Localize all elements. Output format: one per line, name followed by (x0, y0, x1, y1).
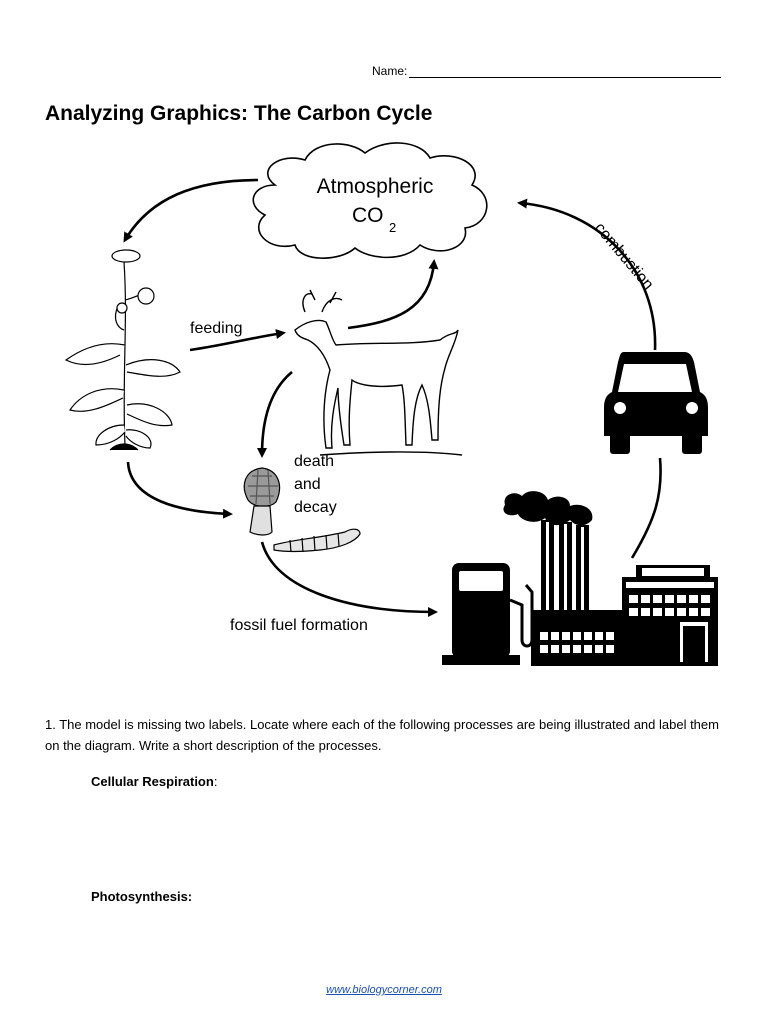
footer-link[interactable]: www.biologycorner.com (326, 984, 442, 996)
arrow-combustion (517, 198, 657, 351)
cloud-co: CO (352, 204, 384, 227)
mushroom-illustration (243, 467, 281, 536)
fossil-fuel-label: fossil fuel formation (230, 617, 368, 634)
name-blank[interactable] (409, 66, 722, 78)
deer-illustration (294, 289, 463, 456)
decay-label: decay (294, 499, 337, 516)
worm-illustration (273, 528, 361, 553)
arrow-deer-to-atmosphere (347, 259, 439, 330)
cellular-respiration-label: Cellular Respiration: (91, 774, 217, 789)
combustion-label: combustion (591, 220, 657, 294)
arrow-plant-to-decay (126, 461, 233, 519)
gas-pump-icon (442, 563, 534, 665)
name-field: Name: (372, 64, 722, 78)
factory-icon (503, 491, 718, 666)
page-title: Analyzing Graphics: The Carbon Cycle (45, 102, 433, 125)
photosynthesis-label: Photosynthesis: (91, 889, 193, 904)
arrow-atmosphere-to-plant (123, 178, 259, 243)
feeding-label: feeding (190, 320, 243, 337)
question-1: 1. The model is missing two labels. Loca… (45, 717, 719, 753)
plant-illustration (64, 249, 181, 451)
and-label: and (294, 476, 321, 493)
carbon-cycle-diagram: Atmospheric CO 2 feeding death and decay… (64, 142, 718, 666)
arrow-feeding (189, 329, 286, 352)
cloud-title: Atmospheric (317, 175, 434, 198)
name-label: Name: (372, 64, 408, 78)
car-icon (604, 352, 708, 454)
arrow-fossil-fuel (260, 541, 438, 617)
cellular-respiration-colon: : (213, 774, 218, 789)
cellular-respiration-text: Cellular Respiration (91, 774, 214, 789)
arrow-deer-to-decay (257, 370, 293, 458)
arrow-factory-to-car (630, 457, 662, 559)
cloud-subscript: 2 (389, 220, 396, 235)
death-label: death (294, 453, 334, 470)
atmospheric-co2-cloud: Atmospheric CO 2 (252, 142, 488, 259)
